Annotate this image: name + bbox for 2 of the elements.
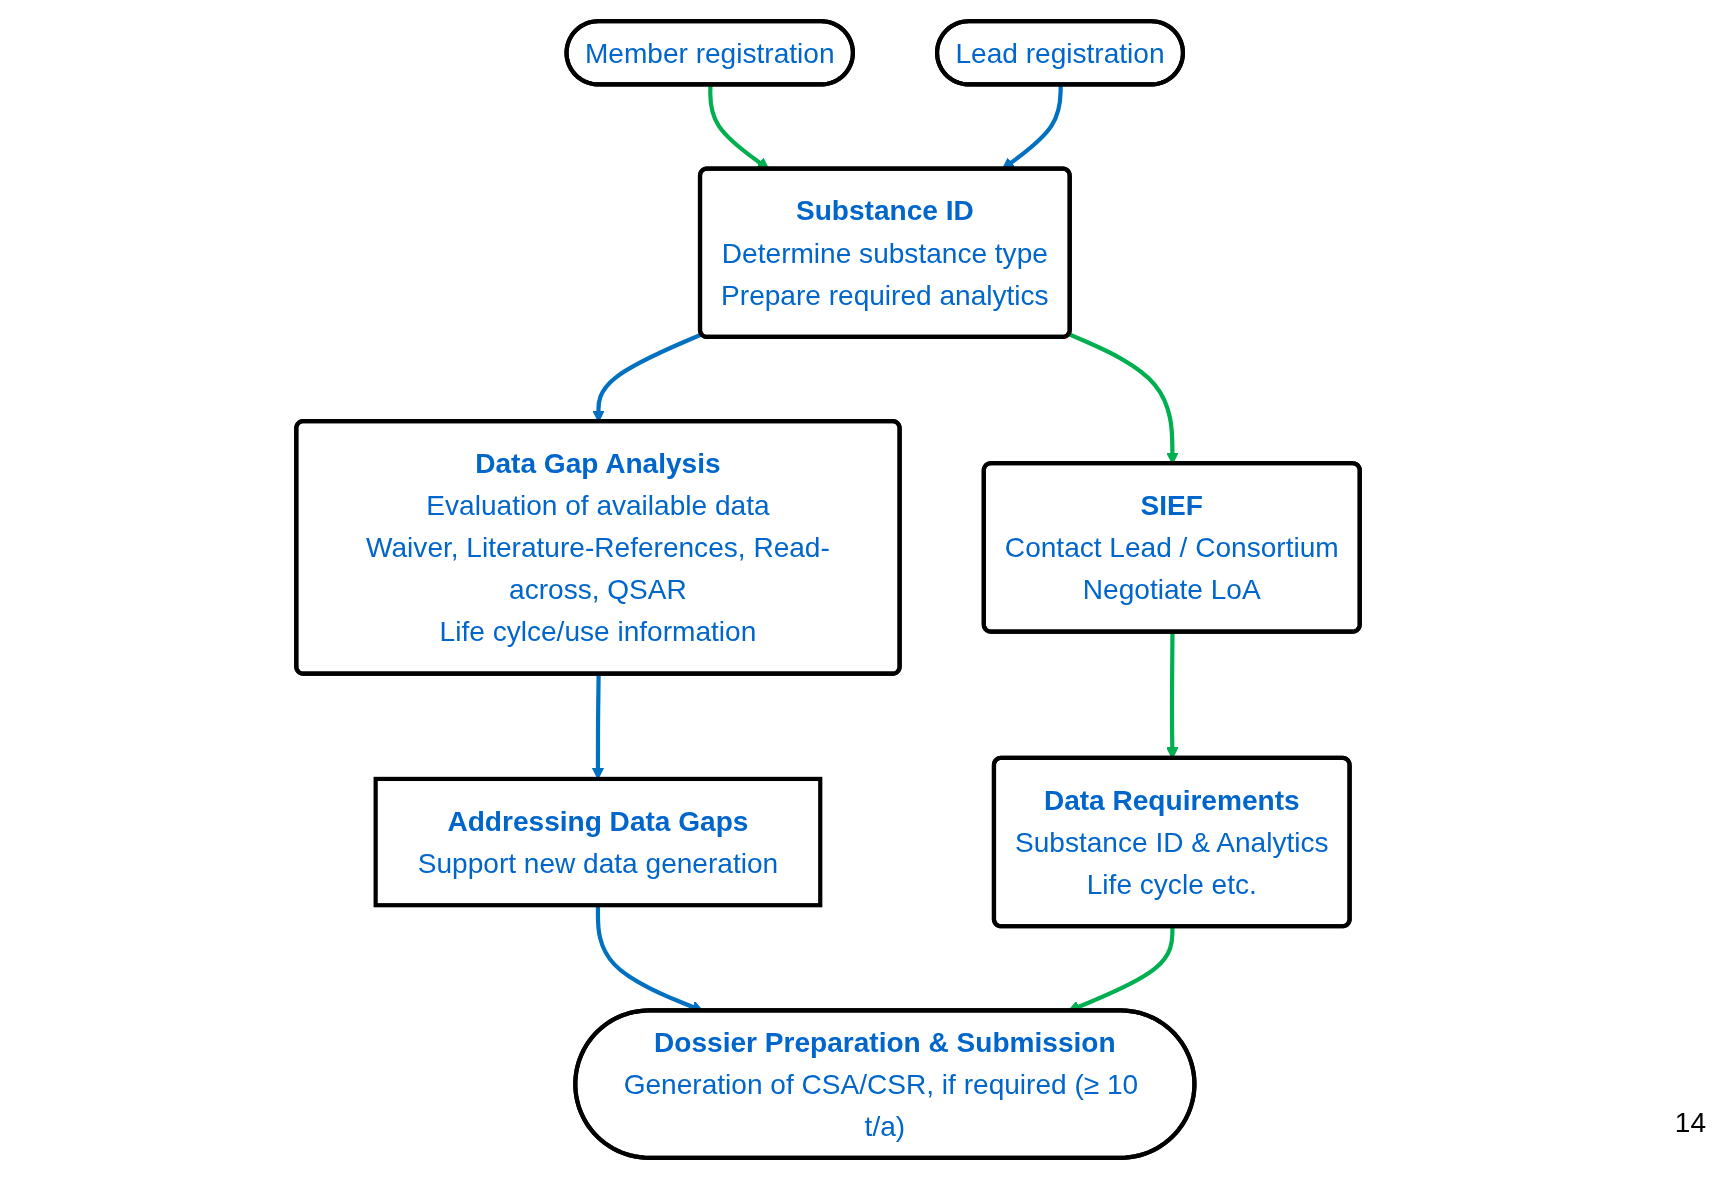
node-box: Addressing Data Gaps Support new data generation [373, 776, 823, 908]
page-number: 14 [1674, 1107, 1706, 1139]
